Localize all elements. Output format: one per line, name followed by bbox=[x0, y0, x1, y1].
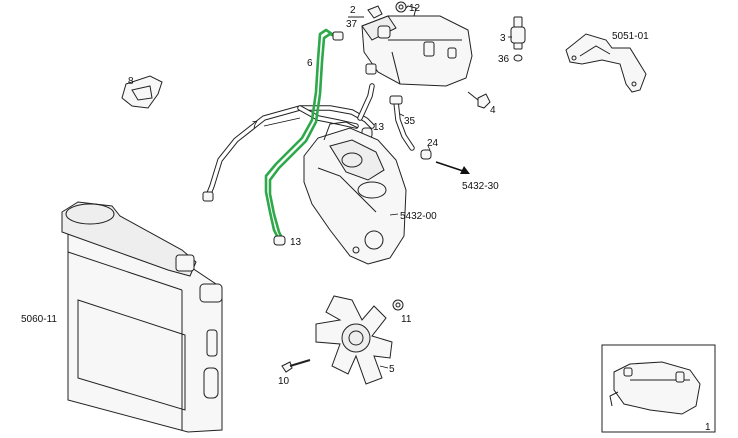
label-36: 36 bbox=[498, 54, 510, 65]
clip-part[interactable] bbox=[121, 75, 163, 109]
label-1: 1 bbox=[705, 422, 711, 433]
radiator[interactable] bbox=[61, 201, 223, 433]
hose-clamp-24[interactable] bbox=[420, 149, 432, 160]
label-4: 4 bbox=[490, 105, 496, 116]
label-5060-11: 5060-11 bbox=[21, 314, 57, 325]
label-2: 2 bbox=[350, 5, 356, 16]
inset-box[interactable] bbox=[601, 344, 716, 433]
fan[interactable] bbox=[315, 295, 393, 385]
label-3: 3 bbox=[500, 33, 506, 44]
label-5: 5 bbox=[389, 364, 395, 375]
label-8: 8 bbox=[128, 76, 134, 87]
label-6: 6 bbox=[307, 58, 313, 69]
label-35: 35 bbox=[404, 116, 416, 127]
expansion-tank[interactable] bbox=[361, 5, 473, 87]
fitting-4[interactable] bbox=[467, 91, 491, 109]
label-13-top: 13 bbox=[373, 122, 385, 133]
mounting-bracket[interactable] bbox=[565, 33, 647, 93]
leader-lines bbox=[263, 36, 512, 369]
label-5051-01: 5051-01 bbox=[612, 31, 649, 42]
label-11: 11 bbox=[401, 314, 412, 325]
hose-clamp-13-bottom[interactable] bbox=[273, 235, 286, 246]
water-pump-housing[interactable] bbox=[303, 121, 407, 265]
label-13-bottom: 13 bbox=[290, 237, 302, 248]
filler-cap[interactable] bbox=[348, 5, 383, 19]
label-24: 24 bbox=[427, 138, 439, 149]
label-7: 7 bbox=[252, 120, 258, 131]
label-5432-00: 5432-00 bbox=[400, 211, 437, 222]
label-10: 10 bbox=[278, 376, 290, 387]
bent-hose-35[interactable] bbox=[389, 95, 415, 151]
fitting-12[interactable] bbox=[395, 1, 407, 13]
callout-labels: 2 37 12 3 36 5051-01 6 8 7 4 13 35 24 54… bbox=[21, 3, 711, 433]
label-12: 12 bbox=[409, 3, 421, 14]
temperature-sensor[interactable] bbox=[510, 16, 526, 62]
highlighted-hose[interactable] bbox=[264, 28, 344, 238]
reference-arrow bbox=[435, 161, 470, 174]
washer-11[interactable] bbox=[392, 299, 404, 311]
label-37: 37 bbox=[346, 19, 358, 30]
bolt-10[interactable] bbox=[281, 359, 311, 373]
coolant-pipe[interactable] bbox=[202, 83, 375, 202]
label-5432-30: 5432-30 bbox=[462, 181, 499, 192]
